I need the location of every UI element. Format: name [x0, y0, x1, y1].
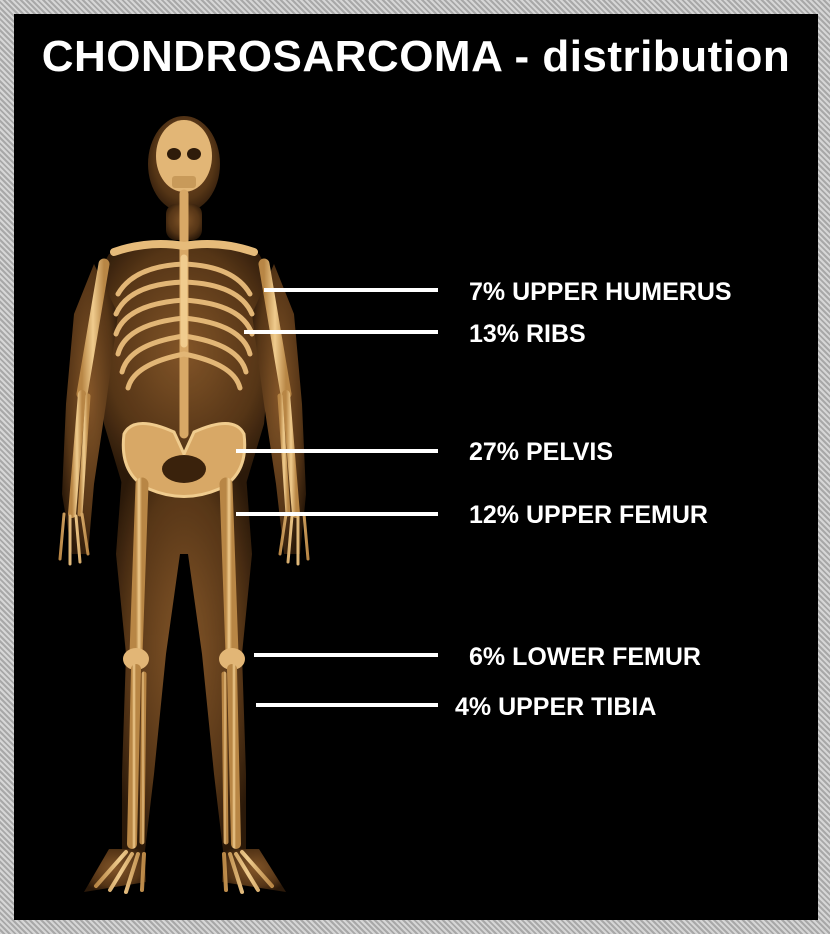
label-lower-femur: 6% LOWER FEMUR	[469, 643, 701, 672]
left-femur	[136, 484, 142, 654]
label-upper-femur: 12% UPPER FEMUR	[469, 501, 708, 530]
right-tibia	[232, 669, 236, 844]
label-pelvis: 27% PELVIS	[469, 438, 613, 467]
left-tibia	[132, 669, 136, 844]
label-upper-humerus: 7% UPPER HUMERUS	[469, 278, 732, 307]
label-upper-tibia: 4% UPPER TIBIA	[455, 693, 656, 722]
right-femur	[226, 484, 232, 654]
skeleton-figure	[14, 14, 818, 920]
label-ribs: 13% RIBS	[469, 320, 586, 349]
diagram-panel: CHONDROSARCOMA - distribution	[14, 14, 818, 920]
